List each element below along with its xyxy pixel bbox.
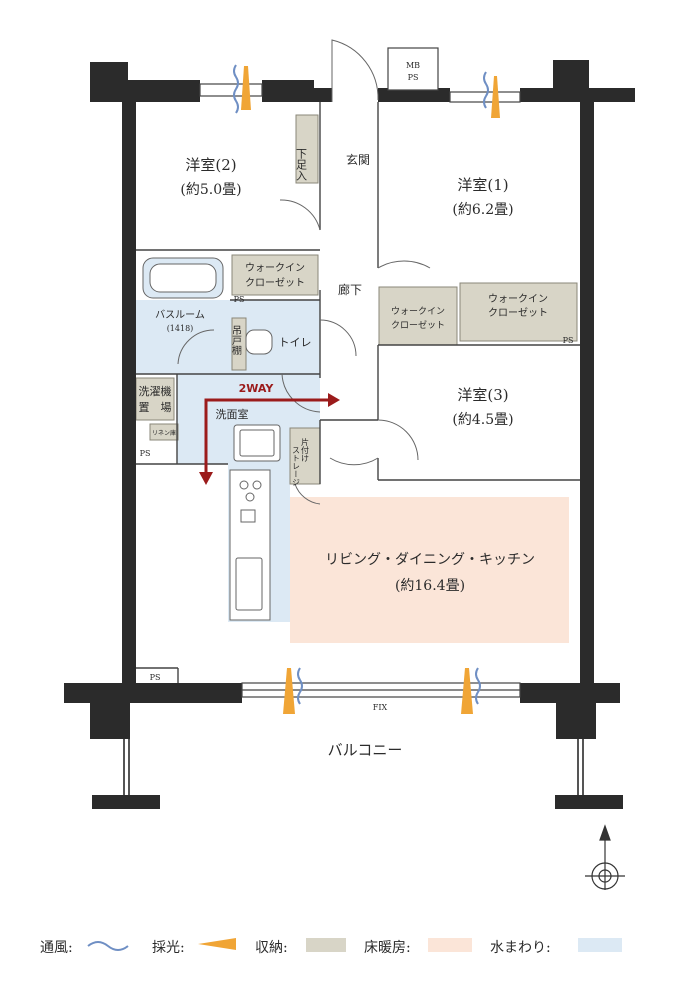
two-way-label: 2WAY [239,382,275,395]
room-western-2-size: (約5.0畳) [180,182,241,198]
interior-walls [136,102,580,683]
laundry-line2: 置 場 [139,401,172,414]
wic-a-line2: クローゼット [245,277,305,289]
wind-icons [233,64,489,705]
room-western-1-size: (約6.2畳) [452,202,513,218]
hanging-shelf-label: 吊戸棚 [230,325,242,356]
wave-icon [87,941,129,951]
light-icons [241,66,500,714]
arrow-head-down [199,472,213,485]
water-swatch [578,938,622,952]
fix-label: FIX [373,703,388,712]
floor-heating-zone [290,497,569,643]
two-way-arrow [204,398,330,476]
legend-heating-label: 床暖房: [364,940,411,956]
room-toilet: トイレ [279,336,312,349]
balcony-label: バルコニー [328,741,403,759]
room-western-3-name: 洋室(3) [457,386,508,404]
mb-label: MB [406,61,420,70]
legend-water-label: 水まわり: [490,940,551,956]
room-ldk-name: リビング・ダイニング・キッチン [325,552,535,568]
wic-c-line2: クローゼット [488,307,548,319]
room-bathroom-size: (1418) [167,324,194,333]
storage-line2: ストレージ [292,446,301,486]
room-washroom: 洗面室 [216,407,249,421]
ps-label-ldk: PS [150,673,161,682]
storage-line1: 片付け [301,437,310,462]
doors [177,39,431,505]
mb-ps-label: PS [408,73,419,82]
legend-wind-label: 通風: [40,940,73,956]
ps-label-wash: PS [140,449,151,458]
ps-label-wic: PS [563,336,574,345]
storage-swatch [306,938,346,952]
shoe-box-label: 下足入 [295,148,308,181]
arrow-head-right [328,393,340,407]
room-ldk-size: (約16.4畳) [395,578,465,594]
legend-storage-label: 収納: [255,940,288,956]
ps-label-bath: PS [234,295,245,304]
linen-label: リネン庫 [152,429,176,437]
compass-icon [585,824,625,890]
room-bathroom-name: バスルーム [155,309,205,321]
wic-b-line2: クローゼット [391,319,445,331]
legend: 通風: 採光: 収納: 床暖房: 水まわり: [40,938,622,956]
room-entrance: 玄関 [346,152,370,167]
floor-heating-swatch [428,938,472,952]
room-hallway: 廊下 [338,282,362,297]
walls [64,60,635,809]
mb-ps-box [387,47,439,91]
room-western-3-size: (約4.5畳) [452,412,513,428]
light-icon [198,938,236,950]
legend-light-label: 採光: [152,940,185,956]
storage-zones [135,114,578,485]
wic-b-line1: ウォークイン [391,306,445,317]
room-western-2-name: 洋室(2) [185,156,236,174]
wic-a-line1: ウォークイン [245,262,305,274]
laundry-line1: 洗濯機 [139,384,172,398]
balcony-railing [123,739,584,795]
wic-c-line1: ウォークイン [488,293,548,305]
fixtures [142,257,281,621]
room-western-1-name: 洋室(1) [457,176,508,194]
